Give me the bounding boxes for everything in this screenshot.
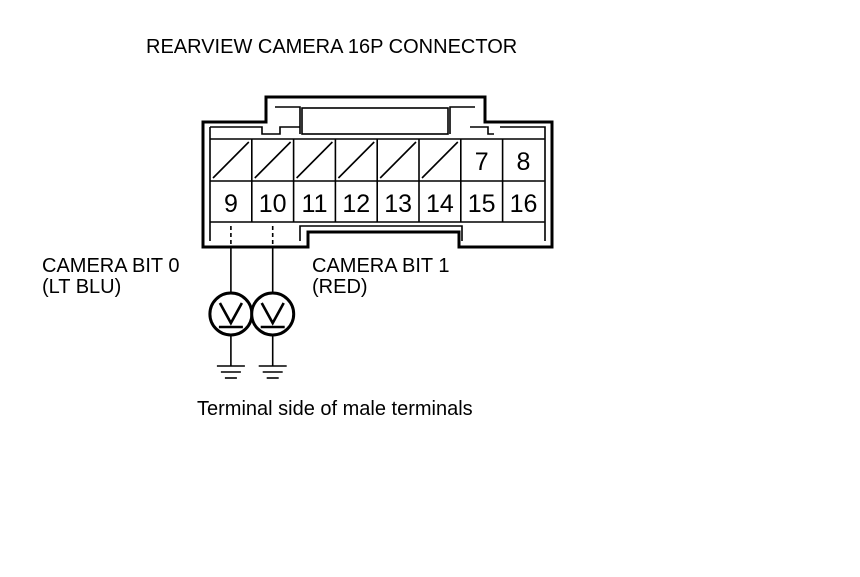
connector-housing (201, 95, 554, 249)
probe-label-bit-1: CAMERA BIT 1 (RED) (312, 256, 449, 298)
probe-name: CAMERA BIT 1 (312, 255, 450, 277)
blank-cavity-slash (337, 141, 375, 179)
probe-name: CAMERA BIT 0 (42, 255, 180, 277)
voltmeter-icon (208, 291, 254, 337)
probe-wire-color: (LT BLU) (42, 276, 122, 298)
probe-label-bit-0: CAMERA BIT 0 (LT BLU) (42, 256, 179, 298)
voltmeter-v-glyph (218, 302, 244, 326)
diagram-caption: Terminal side of male terminals (197, 398, 473, 420)
diagram-title: REARVIEW CAMERA 16P CONNECTOR (146, 36, 518, 58)
blank-cavity-slash (212, 141, 250, 179)
blank-cavity-slash (296, 141, 333, 179)
blank-cavity-slash (254, 141, 292, 179)
pin-number: 13 (384, 190, 412, 218)
pin-number: 10 (259, 190, 287, 218)
bottom-guide (299, 225, 463, 241)
blank-cavity-slash (379, 141, 417, 179)
pin-number: 11 (302, 190, 328, 218)
connector-inner-wall (209, 126, 546, 241)
latch-frame (275, 106, 475, 134)
blank-cavity-slash (421, 141, 459, 179)
pin-number: 8 (517, 148, 531, 176)
pin-number: 7 (475, 148, 489, 176)
pin-number: 16 (510, 190, 538, 218)
voltmeter-probe (250, 226, 296, 379)
voltmeter-probe (208, 226, 254, 379)
pin-number: 9 (224, 190, 238, 218)
pin-number: 15 (468, 190, 496, 218)
latch-window (301, 107, 449, 135)
voltmeter-v-glyph (260, 302, 285, 326)
probe-layer (208, 226, 296, 379)
pin-number: 12 (342, 190, 370, 218)
probe-wire-color: (RED) (312, 276, 368, 298)
pin-number: 14 (426, 190, 454, 218)
voltmeter-icon (250, 291, 296, 337)
